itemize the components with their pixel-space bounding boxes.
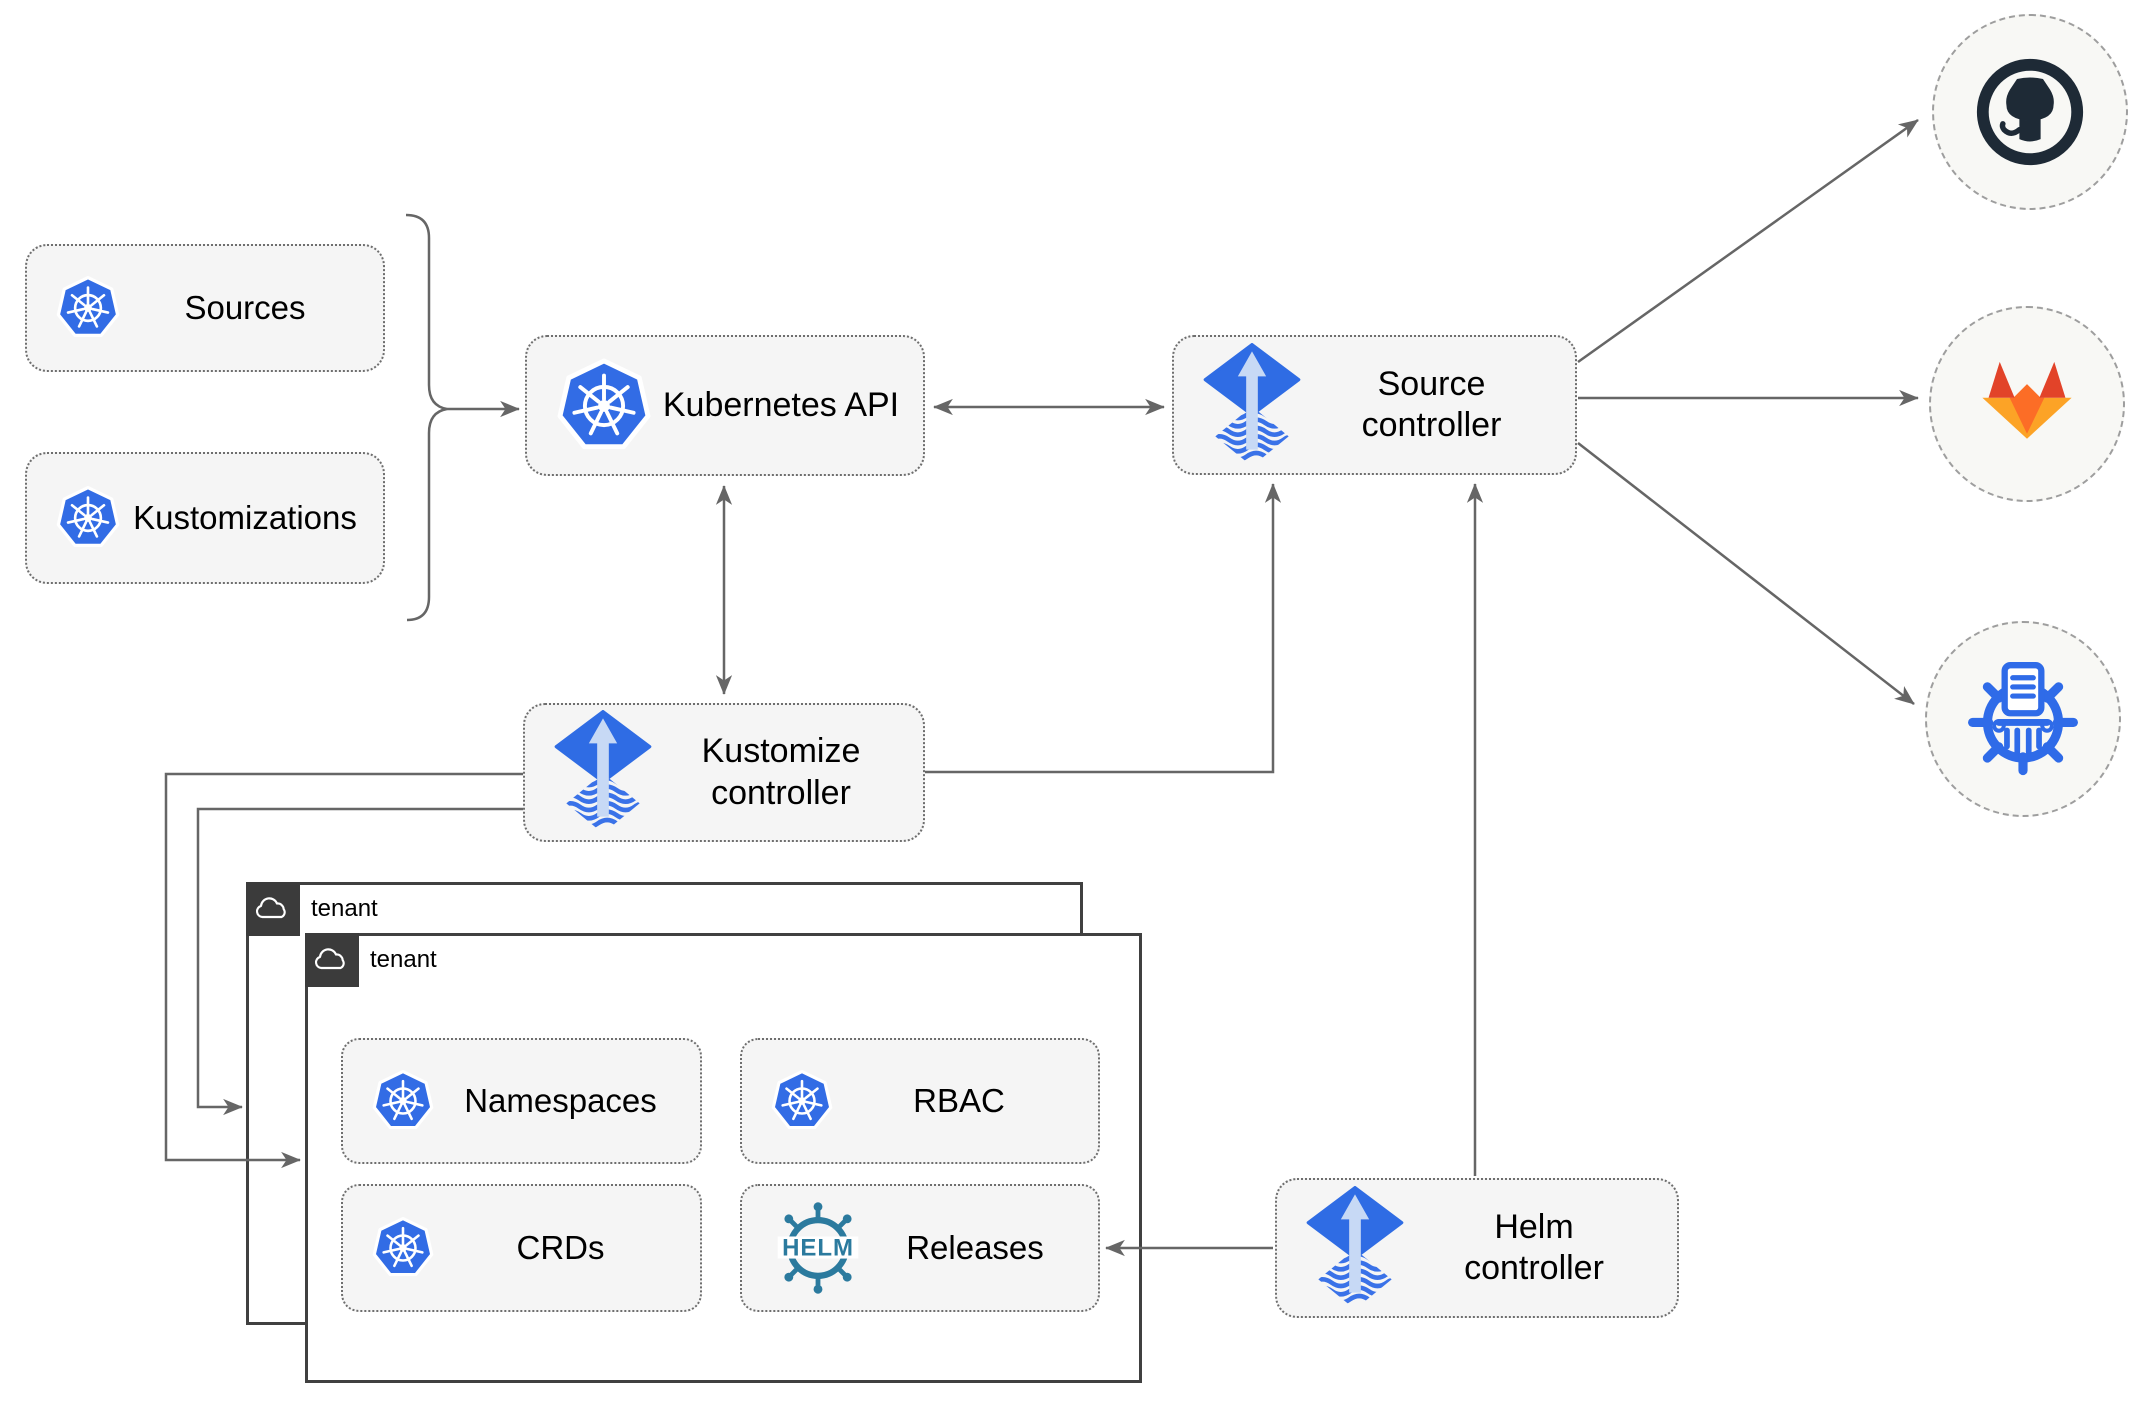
node-kustomizations: Kustomizations	[25, 452, 385, 584]
cloud-icon	[312, 946, 352, 974]
kubernetes-icon	[555, 357, 653, 455]
flux-icon	[1202, 343, 1302, 468]
node-label: RBAC	[913, 1081, 1005, 1119]
node-label: Source controller	[1361, 364, 1502, 444]
edge-source-to-github	[1577, 118, 1919, 364]
kubernetes-icon	[55, 485, 121, 551]
node-label: Kustomizations	[133, 498, 357, 536]
chartmuseum-icon	[1968, 662, 2078, 776]
helm-logo-text: HELM	[782, 1235, 854, 1262]
node-releases: HELM Releases	[740, 1184, 1100, 1312]
node-namespaces: Namespaces	[341, 1038, 702, 1164]
provider-gitlab	[1929, 306, 2125, 502]
provider-chartmuseum	[1925, 621, 2121, 817]
node-kustomize-controller: Kustomize controller	[523, 703, 925, 842]
gitlab-icon	[1982, 361, 2072, 439]
helm-icon: HELM	[770, 1200, 866, 1296]
bracket-crd-group	[405, 213, 448, 622]
node-helm-controller: Helm controller	[1275, 1178, 1679, 1318]
node-source-controller: Source controller	[1172, 335, 1577, 475]
node-label: Sources	[184, 288, 306, 326]
github-icon	[1976, 58, 2084, 166]
cloud-icon	[253, 895, 293, 923]
tenant-label: tenant	[370, 946, 437, 973]
tenant-box-front: tenant Namespaces RBAC CRDs	[305, 933, 1142, 1383]
node-kubernetes-api: Kubernetes API	[525, 335, 925, 476]
node-label: Namespaces	[464, 1081, 657, 1119]
edge-source-to-chartmuseum	[1577, 442, 1915, 705]
kubernetes-icon	[371, 1216, 435, 1280]
node-label: Kubernetes API	[662, 385, 900, 424]
tenant-header	[246, 882, 300, 936]
edge-kustomize-to-source-controller	[925, 483, 1282, 774]
node-label: CRDs	[516, 1228, 605, 1266]
tenant-header	[305, 933, 359, 987]
flux-icon	[553, 710, 653, 835]
node-crds: CRDs	[341, 1184, 702, 1312]
node-label: Kustomize controller	[701, 732, 861, 812]
kubernetes-icon	[55, 275, 121, 341]
node-sources: Sources	[25, 244, 385, 372]
kubernetes-icon	[371, 1069, 435, 1133]
node-rbac: RBAC	[740, 1038, 1100, 1164]
provider-github	[1932, 14, 2128, 210]
flux-icon	[1305, 1186, 1405, 1311]
tenant-label: tenant	[311, 895, 378, 922]
node-label: Helm controller	[1464, 1207, 1604, 1287]
kubernetes-icon	[770, 1069, 834, 1133]
node-label: Releases	[906, 1228, 1044, 1266]
